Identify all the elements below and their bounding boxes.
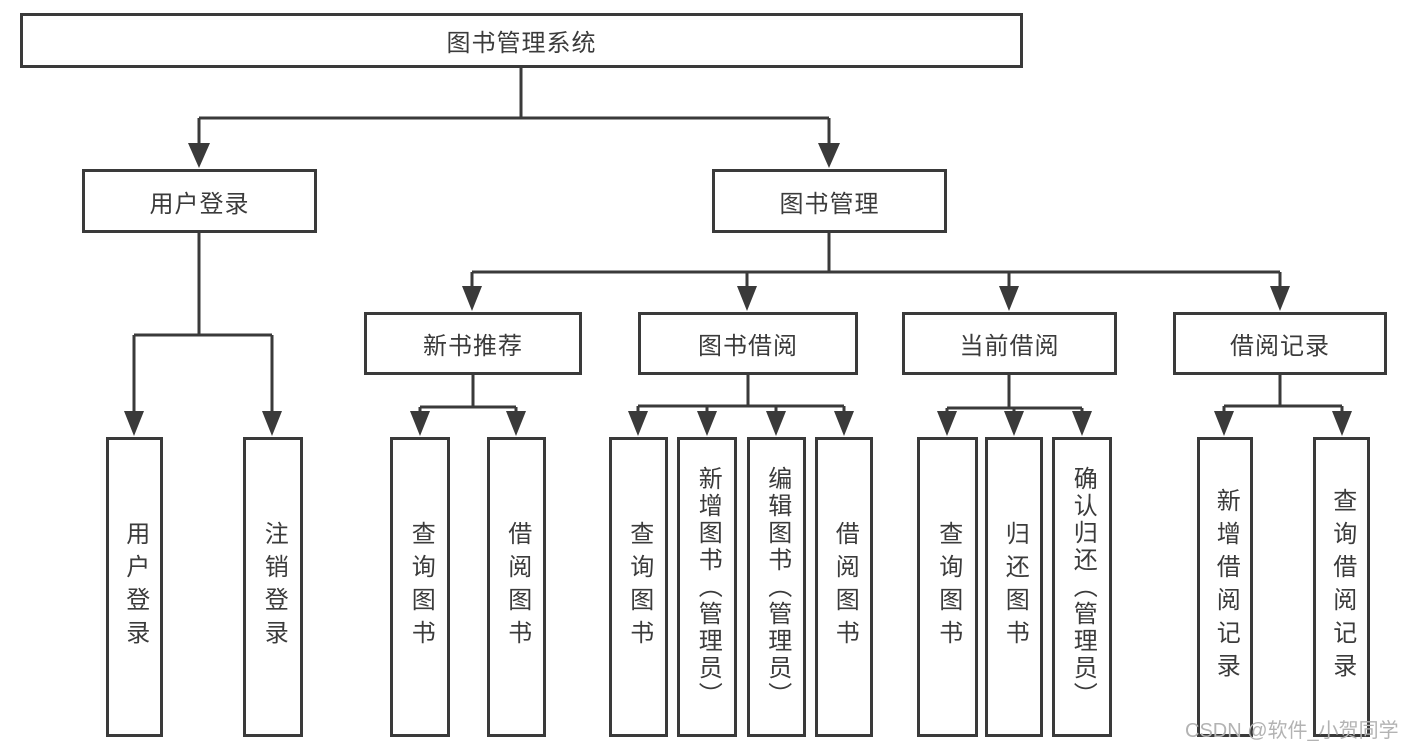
- node-book-borrowing: 图书借阅: [638, 312, 858, 375]
- leaf-user-login: 用户登录: [106, 437, 163, 737]
- node-label: 图书管理: [779, 190, 880, 218]
- node-label: 新增图书（管理员）: [694, 465, 722, 709]
- leaf-br-query-record: 查询借阅记录: [1313, 437, 1370, 737]
- leaf-cb-confirm-return-admin: 确认归还（管理员）: [1052, 437, 1112, 737]
- node-label: 查询图书: [934, 521, 962, 653]
- node-root-system: 图书管理系统: [20, 13, 1023, 68]
- leaf-bb-edit-books-admin: 编辑图书（管理员）: [747, 437, 806, 737]
- leaf-nbr-borrow-books: 借阅图书: [487, 437, 546, 737]
- node-label: 借阅图书: [503, 521, 531, 653]
- node-label: 归还图书: [1001, 521, 1029, 653]
- leaf-cb-return-books: 归还图书: [985, 437, 1043, 737]
- node-label: 查询借阅记录: [1328, 488, 1356, 686]
- leaf-bb-borrow-books: 借阅图书: [815, 437, 873, 737]
- node-label: 借阅图书: [831, 521, 859, 653]
- node-label: 编辑图书（管理员）: [763, 465, 791, 709]
- csdn-watermark: CSDN @软件_小贺同学: [1185, 720, 1399, 742]
- node-label: 借阅记录: [1230, 333, 1330, 360]
- leaf-cb-query-books: 查询图书: [917, 437, 978, 737]
- node-label: 新书推荐: [423, 333, 523, 360]
- node-book-management: 图书管理: [712, 169, 947, 233]
- node-label: 注销登录: [260, 521, 288, 653]
- node-label: 用户登录: [149, 190, 250, 218]
- node-label: 图书管理系统: [446, 30, 597, 57]
- node-label: 用户登录: [121, 521, 149, 653]
- node-label: 当前借阅: [959, 333, 1060, 360]
- node-label: 查询图书: [625, 521, 653, 653]
- leaf-logout: 注销登录: [243, 437, 303, 737]
- leaf-bb-add-books-admin: 新增图书（管理员）: [677, 437, 737, 737]
- leaf-nbr-query-books: 查询图书: [390, 437, 450, 737]
- node-label: 新增借阅记录: [1212, 488, 1240, 686]
- node-borrowing-records: 借阅记录: [1173, 312, 1387, 375]
- node-label: 查询图书: [407, 521, 435, 653]
- node-current-borrowing: 当前借阅: [902, 312, 1117, 375]
- node-user-login: 用户登录: [82, 169, 317, 233]
- arrowhead-icons: [124, 143, 1352, 436]
- leaf-br-add-record: 新增借阅记录: [1197, 437, 1253, 737]
- node-label: 确认归还（管理员）: [1069, 465, 1097, 709]
- node-new-book-recommend: 新书推荐: [364, 312, 582, 375]
- node-label: 图书借阅: [698, 333, 798, 360]
- leaf-bb-query-books: 查询图书: [609, 437, 668, 737]
